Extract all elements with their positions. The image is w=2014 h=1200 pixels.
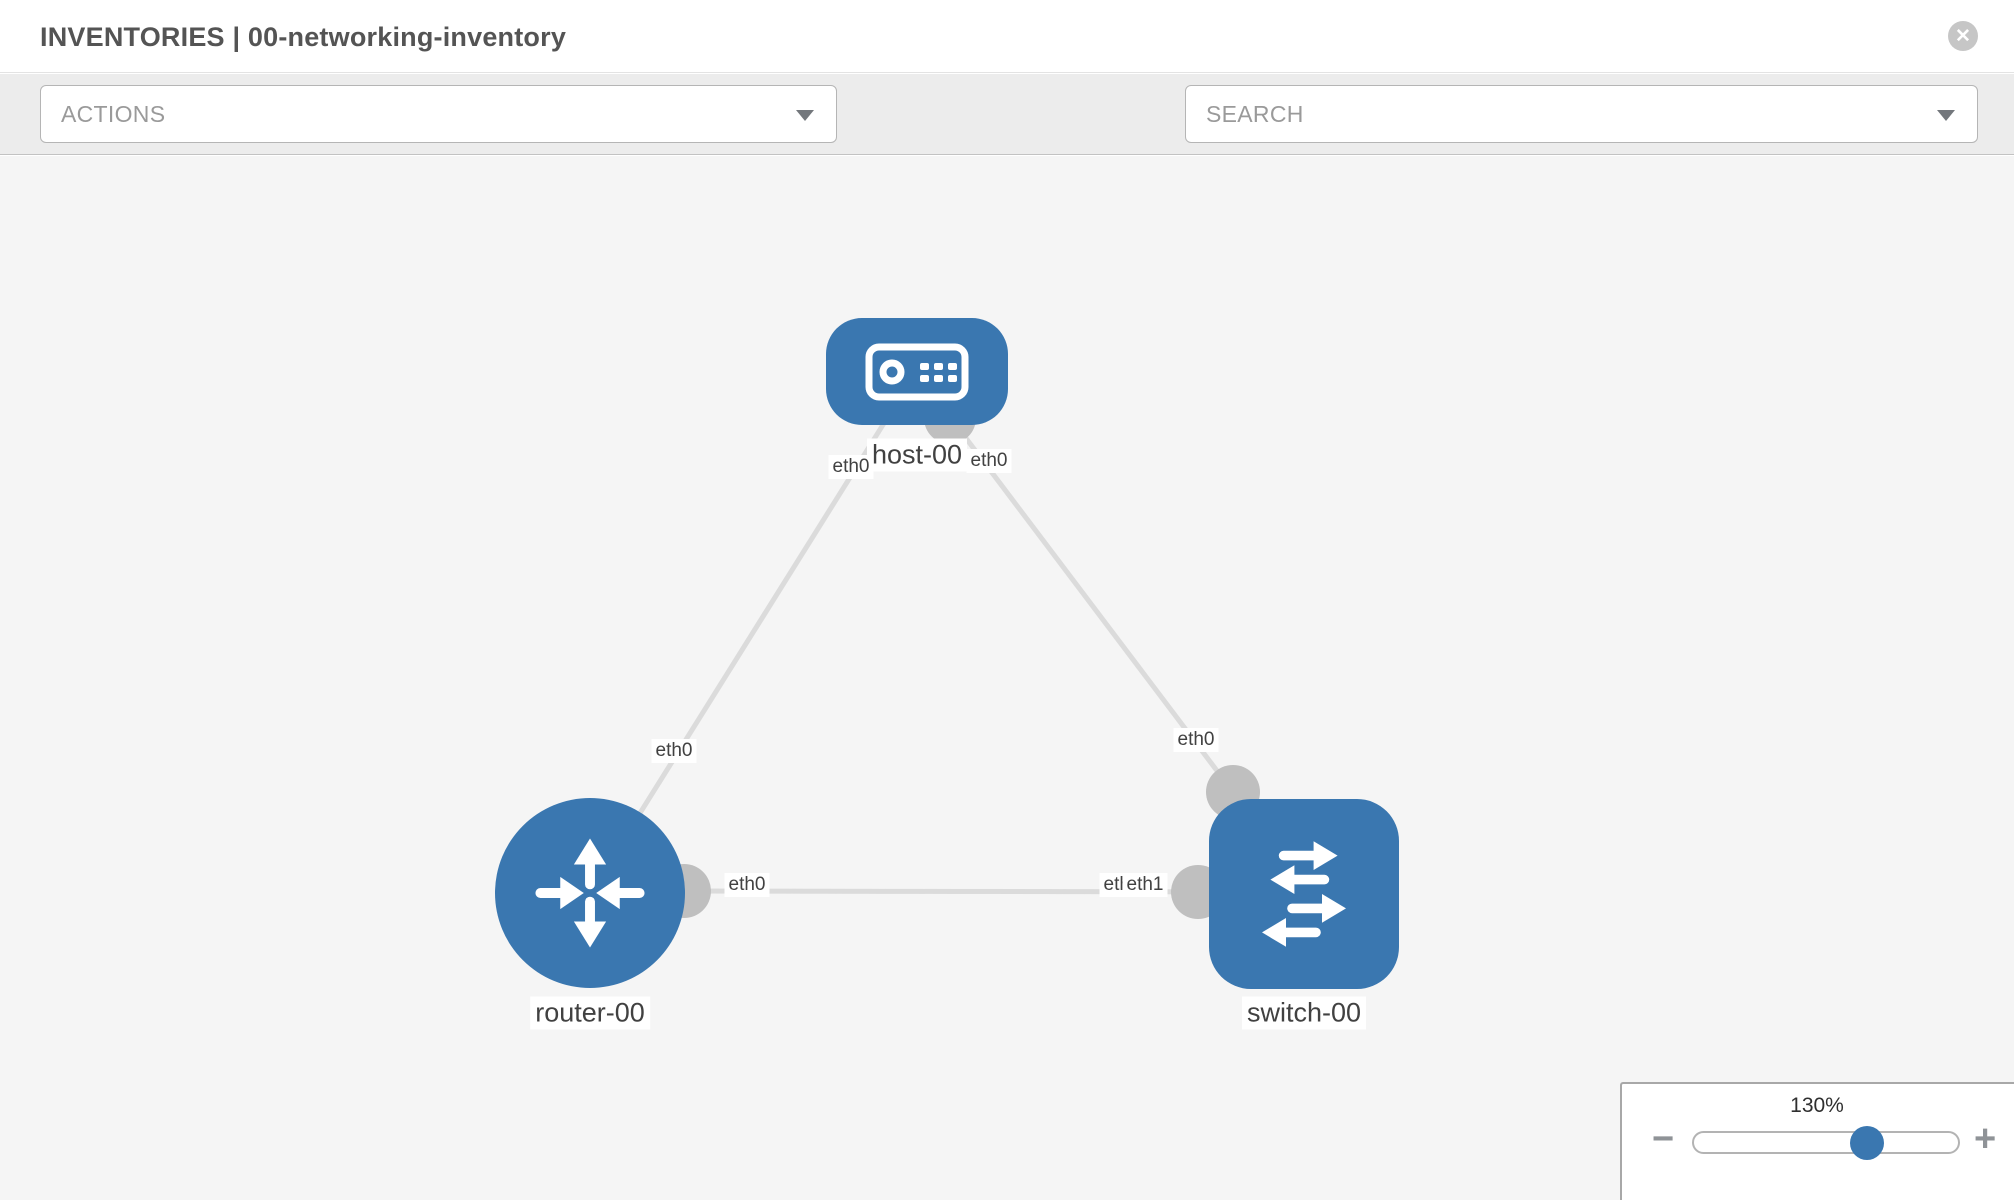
search-dropdown-label: SEARCH <box>1206 100 1304 127</box>
header: INVENTORIES | 00-networking-inventory ✕ <box>0 0 2014 73</box>
zoom-out-button[interactable]: − <box>1652 1118 1675 1160</box>
chevron-down-icon <box>1937 110 1955 121</box>
node-label-host: host-00 <box>866 438 968 472</box>
interface-label-router-eth0: eth0 <box>724 873 770 897</box>
close-icon: ✕ <box>1955 25 1971 47</box>
switch-arrows-icon <box>1262 841 1346 947</box>
search-dropdown[interactable]: SEARCH <box>1185 85 1978 143</box>
close-button[interactable]: ✕ <box>1948 21 1978 51</box>
interface-label-switch-eth0-up: eth0 <box>1173 728 1219 752</box>
zoom-slider-thumb[interactable] <box>1850 1126 1884 1160</box>
actions-dropdown[interactable]: ACTIONS <box>40 85 837 143</box>
node-label-switch: switch-00 <box>1241 996 1367 1030</box>
node-host-00[interactable] <box>826 318 1008 425</box>
zoom-in-button[interactable]: + <box>1974 1118 1997 1160</box>
chevron-down-icon <box>796 110 814 121</box>
node-switch-00[interactable] <box>1209 799 1399 989</box>
interface-label-router-eth0-up: eth0 <box>651 739 697 763</box>
server-icon <box>865 343 969 400</box>
zoom-control-panel: 130% − + <box>1620 1082 2014 1200</box>
interface-label-host-eth0-left: eth0 <box>828 455 874 479</box>
interface-label-host-eth0-right: eth0 <box>966 449 1012 473</box>
zoom-level-value: 130% <box>1790 1094 1844 1117</box>
actions-dropdown-label: ACTIONS <box>61 100 166 127</box>
link-host-switch[interactable] <box>914 370 1235 794</box>
router-arrows-icon <box>535 838 645 948</box>
node-label-router: router-00 <box>530 996 650 1030</box>
zoom-slider[interactable] <box>1692 1126 1960 1160</box>
topology-canvas[interactable]: host-00 router-00 switch-00 eth0 eth0 et… <box>0 156 2014 1200</box>
toolbar: ACTIONS SEARCH <box>0 74 2014 214</box>
page-title: INVENTORIES | 00-networking-inventory <box>40 22 567 52</box>
node-router-00[interactable] <box>495 798 685 988</box>
links-layer <box>587 370 1305 895</box>
interface-label-switch-eth1: eth1 <box>1122 873 1168 897</box>
